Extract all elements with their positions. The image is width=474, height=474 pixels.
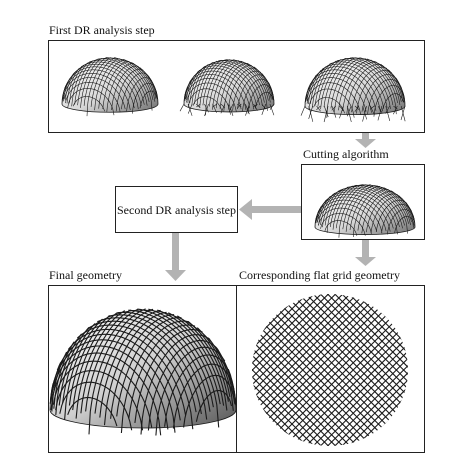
arrow-cutting-down [355, 240, 376, 266]
arrow-to-cutting [355, 133, 376, 148]
first-step-label: First DR analysis step [49, 23, 155, 37]
flat-grid-label: Corresponding flat grid geometry [239, 268, 400, 282]
second-step-label: Second DR analysis step [117, 203, 236, 217]
dome-meshes [49, 57, 416, 436]
final-geometry-label: Final geometry [49, 268, 122, 282]
arrow-to-final [165, 233, 186, 281]
cutting-algorithm-label: Cutting algorithm [303, 147, 389, 161]
second-step-box: Second DR analysis step [115, 186, 238, 233]
arrow-to-second-step [239, 199, 301, 220]
